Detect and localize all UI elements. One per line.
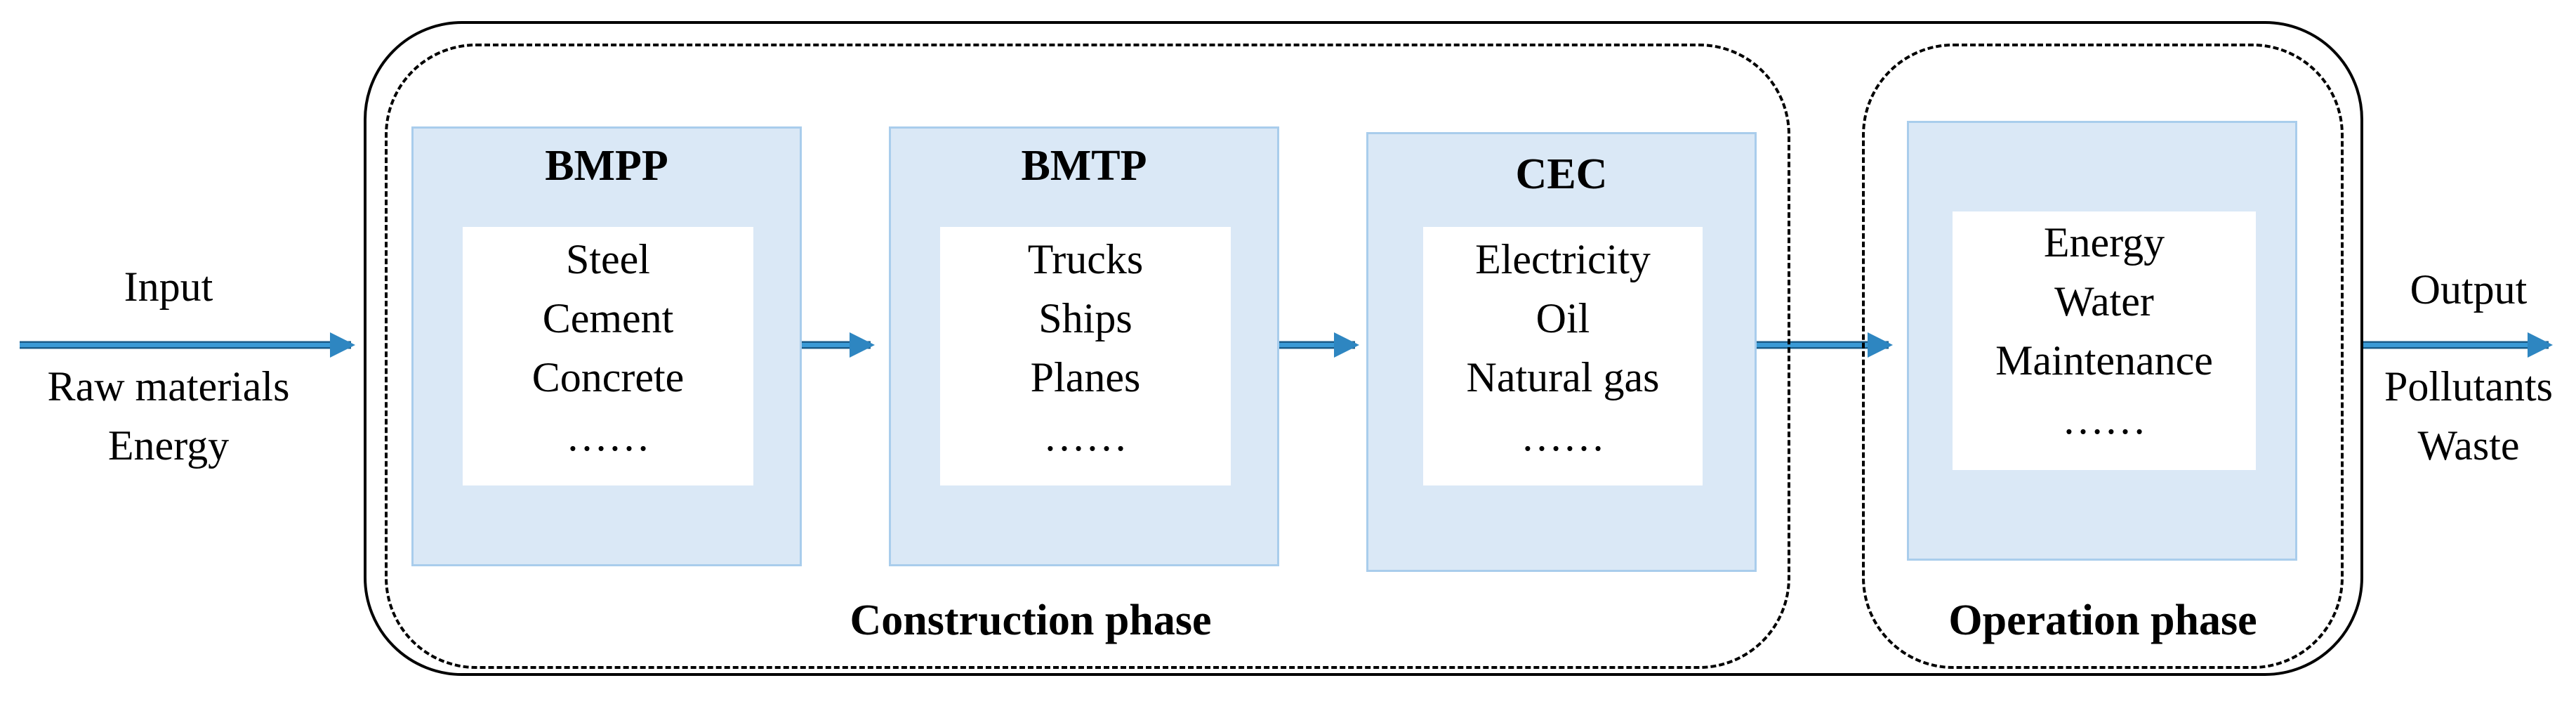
stage-item: Ships [1038,295,1132,341]
stage-item: …… [2062,396,2146,443]
stage-item: Natural gas [1466,354,1660,400]
stage-items-panel: Energy Water Maintenance …… [1953,211,2256,470]
stage-items-panel: Electricity Oil Natural gas …… [1423,227,1703,485]
operation-phase-label: Operation phase [1948,597,2257,644]
stage-bmpp: BMPP Steel Cement Concrete …… [411,126,802,566]
stage-item: Oil [1535,295,1590,341]
input-item: Raw materials [47,363,290,410]
stage-bmtp: BMTP Trucks Ships Planes …… [889,126,1279,566]
stage-title: BMPP [545,142,668,190]
input-item: Energy [107,422,230,469]
stage-items-panel: Steel Cement Concrete …… [463,227,753,485]
stage-item: …… [1521,413,1605,459]
stage-title: BMTP [1021,142,1147,190]
stage-item: Maintenance [1995,337,2213,384]
output-label: Output [2410,266,2528,313]
stage-title: CEC [1515,150,1608,198]
lifecycle-frame [364,21,2363,676]
stage-item: Electricity [1475,236,1651,282]
stage-item: Cement [542,295,674,341]
output-items: Pollutants Waste [2363,357,2574,475]
stage-items-panel: Trucks Ships Planes …… [940,227,1231,485]
stage-item: Concrete [531,354,685,400]
stage-item: Trucks [1027,236,1144,282]
output-item: Pollutants [2384,363,2554,410]
output-item: Waste [2417,422,2520,469]
stage-item: Steel [566,236,650,282]
construction-phase-label: Construction phase [850,597,1212,644]
input-label: Input [124,263,213,310]
stage-item: Planes [1030,354,1141,400]
stage-operation: Energy Water Maintenance …… [1907,121,2297,561]
construction-phase-frame [385,44,1790,669]
stage-item: …… [566,413,650,459]
operation-phase-frame [1862,44,2344,669]
stage-item: Energy [2043,219,2165,266]
stage-item: …… [1043,413,1128,459]
stage-item: Water [2054,278,2154,325]
stage-cec: CEC Electricity Oil Natural gas …… [1366,132,1757,572]
input-items: Raw materials Energy [7,357,330,475]
